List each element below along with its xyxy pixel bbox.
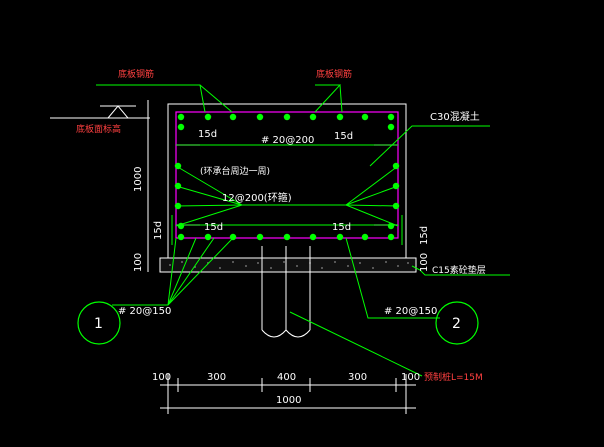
label-top-rebar-spec: # 20@200 — [261, 135, 314, 146]
dim-label-1: 100 — [152, 372, 171, 383]
label-bottom-rebar-right: 底板钢筋 — [316, 68, 352, 80]
dimension-lines — [147, 100, 416, 414]
label-concrete: C30混凝土 — [430, 110, 480, 123]
label-callout-1: 1 — [94, 316, 103, 332]
callout-circles — [77, 301, 479, 345]
label-lap-top-left: 15d — [198, 129, 217, 140]
label-cushion-layer: C15素砼垫层 — [432, 264, 486, 276]
dim-label-total: 1000 — [276, 395, 301, 406]
label-lap-top-right: 15d — [334, 131, 353, 142]
label-pile-note: 预制桩L=15M — [424, 371, 483, 383]
callout-2-circle — [435, 301, 479, 345]
label-side-lap-left: 15d — [153, 221, 164, 240]
label-bottom-rebar-spec-right: # 20@150 — [384, 306, 437, 317]
precast-pile — [261, 246, 311, 338]
label-stirrup-spec: 12@200(环箍) — [222, 191, 292, 204]
dim-label-5: 100 — [401, 372, 420, 383]
dim-label-2: 300 — [207, 372, 226, 383]
label-cushion-dim-right: 100 — [419, 253, 430, 272]
callout-1-circle — [77, 301, 121, 345]
elevation-marker — [50, 105, 150, 119]
dim-label-4: 300 — [348, 372, 367, 383]
label-lap-bottom-left: 15d — [204, 222, 223, 233]
label-bottom-rebar-spec-left: # 20@150 — [118, 306, 171, 317]
label-stirrup-note: (环承台周边一周) — [200, 165, 270, 177]
label-bottom-rebar-left: 底板钢筋 — [118, 68, 154, 80]
dim-label-3: 400 — [277, 372, 296, 383]
rebar-dots — [174, 113, 400, 241]
label-floor-elevation: 底板面标高 — [76, 123, 121, 135]
label-side-lap-right: 15d — [419, 226, 430, 245]
label-height-dim: 1000 — [133, 167, 144, 192]
rebar-leaders — [96, 84, 510, 377]
label-cushion-dim-left: 100 — [133, 253, 144, 272]
label-lap-bottom-right: 15d — [332, 222, 351, 233]
label-callout-2: 2 — [452, 316, 461, 332]
